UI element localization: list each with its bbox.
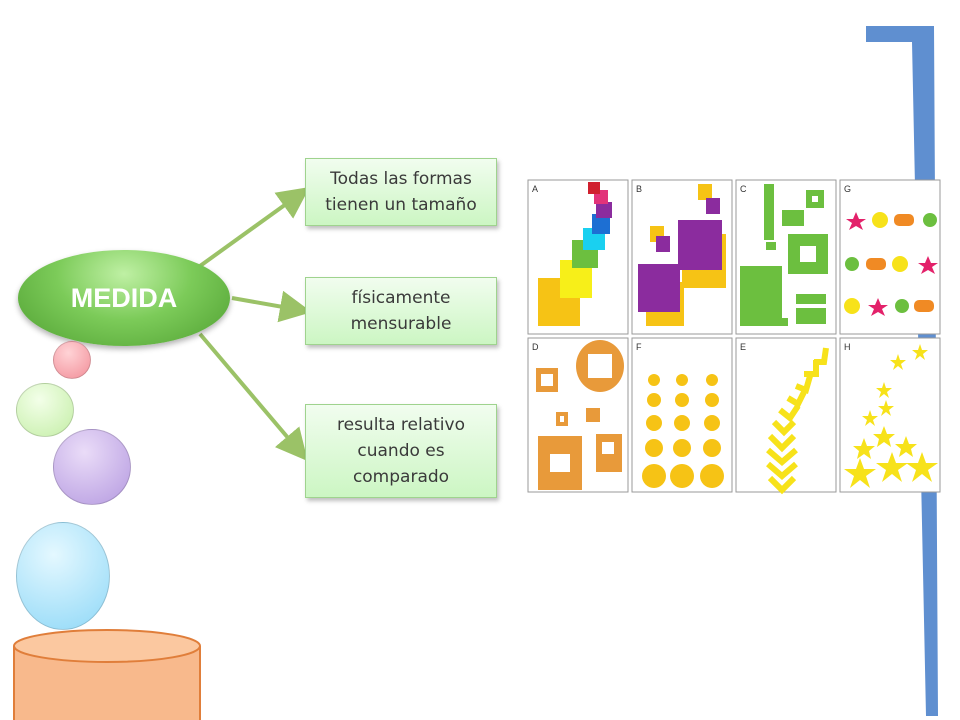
shape-panels-grid: A B C G D F E H	[526, 178, 942, 496]
node-relativo: resulta relativo cuando es comparado	[305, 404, 497, 498]
panel-e-shapes	[766, 347, 829, 495]
node-relativo-label: resulta relativo cuando es comparado	[337, 415, 465, 487]
panel-letter-f: F	[636, 342, 642, 352]
main-node-label: MEDIDA	[70, 282, 178, 313]
main-node-medida: MEDIDA	[18, 250, 230, 346]
panel-letter-a: A	[532, 184, 538, 194]
pink-bubble	[53, 341, 91, 379]
panel-letter-e: E	[740, 342, 746, 352]
panel-h-shapes	[844, 344, 938, 488]
panel-b-shapes	[638, 184, 726, 326]
panel-c-shapes	[740, 184, 828, 326]
panel-letter-g: G	[844, 184, 851, 194]
panels-svg: A B C G D F E H	[527, 179, 941, 495]
panel-a-shapes	[538, 182, 612, 326]
connector-middle	[231, 290, 312, 323]
panel-f-shapes	[642, 374, 724, 488]
node-tamano-label: Todas las formas tienen un tamaño	[325, 169, 477, 215]
blue-bubble	[16, 522, 110, 630]
panel-letter-c: C	[740, 184, 747, 194]
green-bubble	[16, 383, 74, 437]
panel-letter-d: D	[532, 342, 539, 352]
node-mensurable-label: físicamente mensurable	[350, 288, 452, 334]
purple-bubble	[53, 429, 131, 505]
connector-bottom	[198, 332, 308, 462]
panel-g-shapes	[844, 212, 938, 316]
panel-letter-h: H	[844, 342, 851, 352]
panel-letter-b: B	[636, 184, 642, 194]
node-tamano: Todas las formas tienen un tamaño	[305, 158, 497, 226]
connector-top	[198, 186, 310, 268]
node-mensurable: físicamente mensurable	[305, 277, 497, 345]
